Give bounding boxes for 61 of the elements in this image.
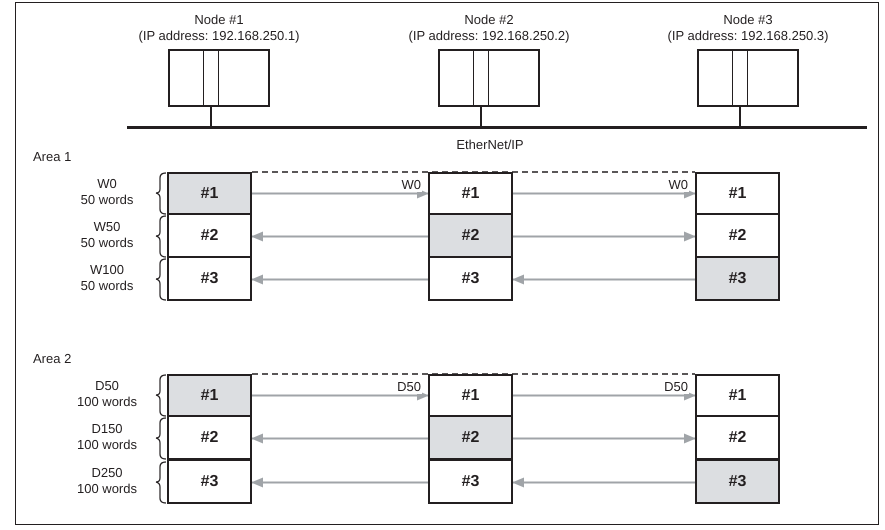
edge-label: D50: [396, 380, 422, 394]
text-label: D250: [90, 465, 124, 481]
arrow: [512, 478, 695, 488]
node-heading: (IP address: 192.168.250.2): [408, 28, 570, 44]
text-label: Area 1: [33, 149, 72, 165]
memory-block: #3: [428, 256, 513, 301]
text-label: 100 words: [76, 437, 138, 453]
memory-block: #2: [167, 213, 252, 258]
memory-block: #1: [428, 172, 513, 215]
memory-block: #3: [695, 256, 780, 301]
text-label: 100 words: [76, 394, 138, 410]
node-heading: (IP address: 192.168.250.1): [138, 28, 300, 44]
text-label: Area 2: [33, 351, 72, 367]
memory-block: #2: [167, 415, 252, 460]
arrow: [251, 232, 428, 242]
text-label: W50: [92, 219, 122, 235]
node-heading: Node #1: [194, 12, 244, 28]
connector-line: [210, 107, 212, 126]
memory-block: #1: [428, 374, 513, 417]
text-label: 50 words: [80, 278, 134, 294]
connector-line: [252, 373, 695, 375]
memory-block: #1: [167, 172, 252, 215]
memory-block: #1: [695, 374, 780, 417]
connector-line: [480, 107, 482, 126]
arrow: [252, 390, 429, 400]
arrow: [512, 274, 695, 284]
edge-label: D50: [663, 380, 689, 394]
edge-label: W0: [668, 178, 689, 192]
text-label: 100 words: [76, 481, 138, 497]
edge-label: W0: [400, 178, 422, 192]
arrow: [513, 434, 696, 444]
connector-line: [252, 171, 695, 173]
arrow: [251, 274, 428, 284]
memory-block: #3: [428, 459, 513, 504]
text-label: W0: [96, 176, 118, 192]
memory-block: #3: [167, 459, 252, 504]
memory-block: #2: [428, 415, 513, 460]
network-bus-line: [127, 126, 867, 129]
memory-block: #2: [695, 415, 780, 460]
arrow: [513, 390, 696, 400]
text-label: 50 words: [80, 235, 134, 251]
memory-block: #2: [695, 213, 780, 258]
text-label: D150: [90, 421, 124, 437]
arrow: [513, 188, 696, 198]
arrow: [252, 188, 429, 198]
node-heading: Node #3: [723, 12, 773, 28]
connector-line: [739, 107, 741, 126]
memory-block: #1: [167, 374, 252, 417]
memory-block: #2: [428, 213, 513, 258]
memory-block: #3: [695, 459, 780, 504]
text-label: 50 words: [80, 192, 134, 208]
node-heading: (IP address: 192.168.250.3): [668, 28, 828, 44]
arrow: [513, 232, 696, 242]
text-label: D50: [94, 378, 120, 394]
memory-block: #3: [167, 256, 252, 301]
arrow: [251, 478, 428, 488]
text-label: EtherNet/IP: [455, 137, 525, 153]
arrow: [251, 434, 428, 444]
text-label: W100: [89, 262, 125, 278]
memory-block: #1: [695, 172, 780, 215]
node-heading: Node #2: [464, 12, 514, 28]
